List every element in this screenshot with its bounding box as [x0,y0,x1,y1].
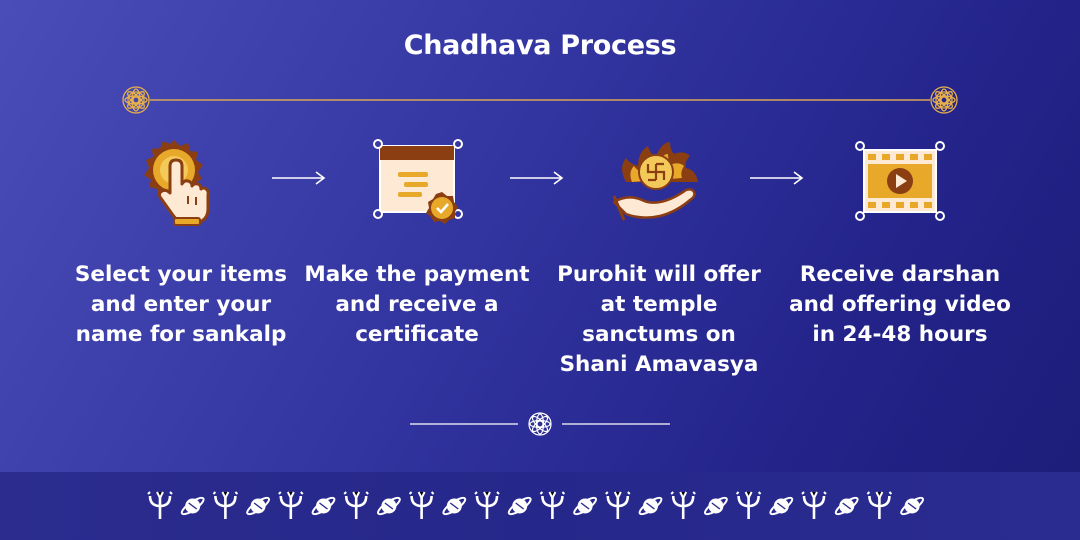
mandala-icon [528,412,552,436]
step-3-line: at temple [600,292,718,317]
trishul-icon [539,491,566,519]
step-2-line: certificate [355,322,479,347]
saturn-icon [311,496,336,516]
step-3-line: Shani Amavasya [559,352,759,377]
mandala-right-icon [930,86,958,114]
trishul-icon [670,491,696,519]
step-1-line: Select your items [74,262,288,287]
trishul-icon [801,491,827,519]
saturn-icon [769,496,794,516]
trishul-icon [605,491,631,519]
footer-band [0,472,1080,540]
step-4-line: in 24-48 hours [812,322,988,347]
saturn-icon [246,496,270,516]
step-1-line: and enter your [90,292,272,317]
saturn-icon [507,496,532,516]
step-1-line: name for sankalp [75,322,287,347]
step-4-line: and offering video [789,292,1011,317]
arrow-right-icon [272,171,326,185]
step-4-line: Receive darshan [799,262,1001,287]
mandala-left-icon [122,86,150,114]
step-2-text: Make the payment and receive a certifica… [297,260,537,350]
certificate-icon [373,139,463,224]
band-pattern [147,491,924,519]
trishul-icon [147,491,173,519]
step-1-text: Select your items and enter your name fo… [61,260,301,350]
step-3-line: Purohit will offer [557,262,761,287]
saturn-icon [377,496,401,516]
trishul-icon [408,491,435,519]
step-2-line: Make the payment [304,262,530,287]
step-2-line: and receive a [335,292,499,317]
page-title: Chadhava Process [403,30,677,61]
hand-pointer-icon [144,140,210,226]
trishul-icon [278,491,304,519]
top-divider [122,86,958,114]
trishul-icon [474,491,500,519]
bottom-divider [410,412,670,436]
trishul-icon [866,491,893,519]
trishul-icon [343,491,369,519]
saturn-icon [638,496,663,516]
arrow-right-icon [750,171,804,185]
saturn-icon [573,496,597,516]
offering-hand-icon [612,142,698,221]
step-4-text: Receive darshan and offering video in 24… [780,260,1020,350]
saturn-icon [834,496,859,516]
trishul-icon [212,491,239,519]
video-play-icon [855,141,945,221]
trishul-icon [735,491,762,519]
saturn-icon [442,496,467,516]
saturn-icon [704,496,728,516]
step-3-text: Purohit will offer at temple sanctums on… [539,260,779,380]
saturn-icon [900,496,924,516]
saturn-icon [180,496,205,516]
process-steps: Select your items and enter your name fo… [0,132,1080,392]
step-3-line: sanctums on [582,322,736,347]
arrow-right-icon [510,171,564,185]
